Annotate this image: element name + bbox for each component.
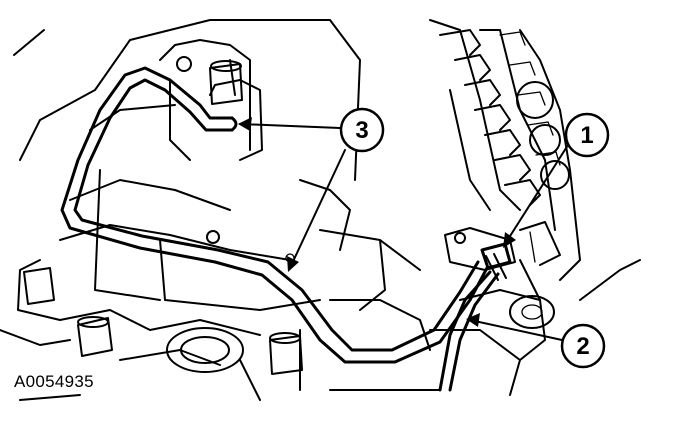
sensor-wire <box>438 270 500 392</box>
callout-2: 2 <box>560 323 606 369</box>
left-fittings <box>23 60 303 375</box>
valve-cover-ribs <box>439 29 570 206</box>
callout-2-label: 2 <box>576 333 589 360</box>
engine-block-outline <box>0 19 641 401</box>
sensor-fitting <box>444 221 561 281</box>
figure-id: A0054935 <box>14 372 94 391</box>
callout-1-label: 1 <box>580 122 593 149</box>
arrowhead-2 <box>466 313 480 327</box>
arrowhead-3a <box>238 117 252 131</box>
arrowhead-1 <box>503 232 516 248</box>
callout-3-label: 3 <box>355 117 368 144</box>
arrowhead-3b <box>287 256 299 272</box>
leader-lines <box>238 117 569 341</box>
callout-3: 3 <box>339 107 385 153</box>
vacuum-tube <box>60 66 489 364</box>
callout-1: 1 <box>564 112 610 158</box>
